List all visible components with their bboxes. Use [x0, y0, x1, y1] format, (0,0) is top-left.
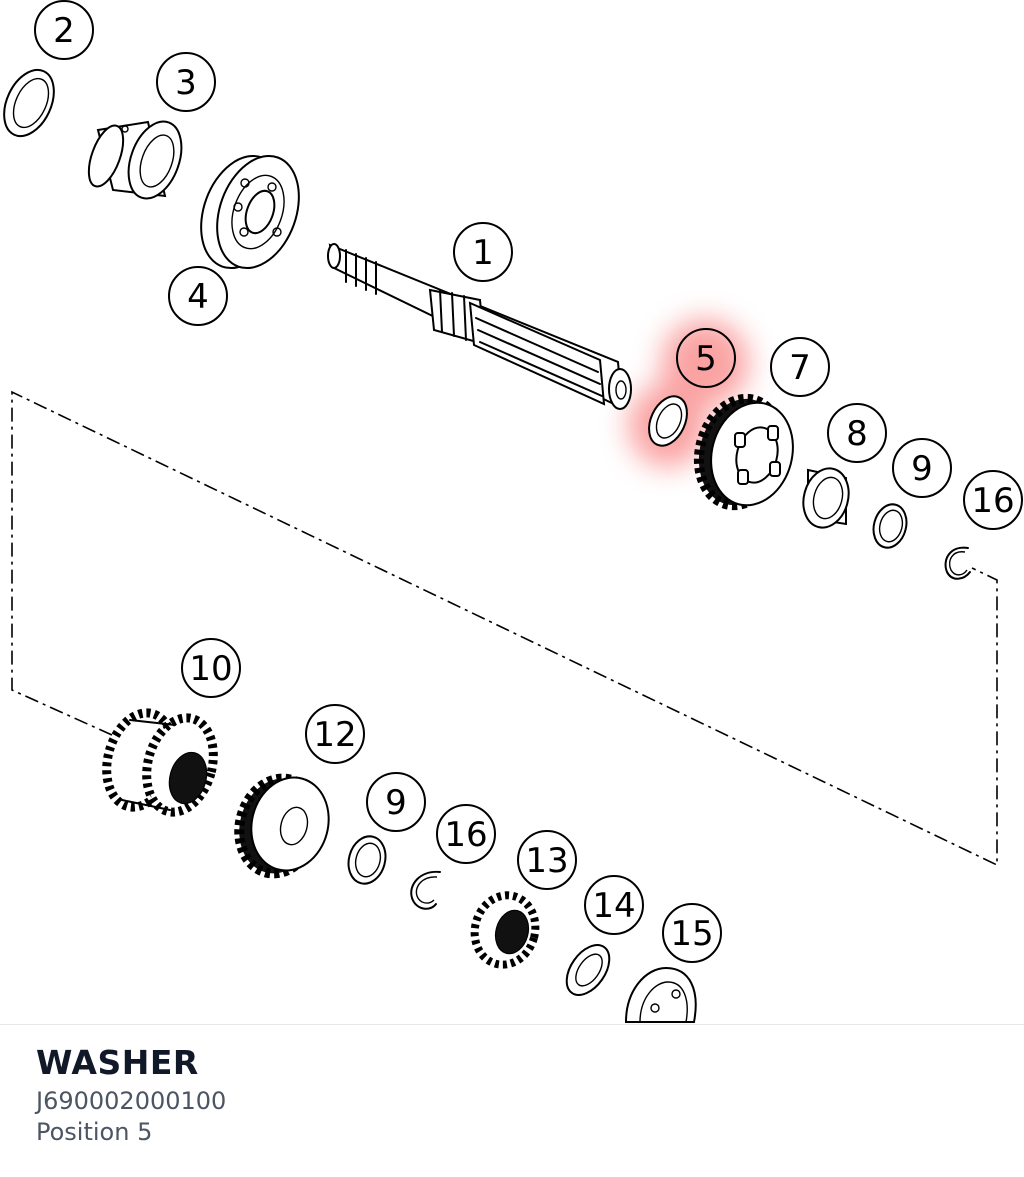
callout-circle [892, 438, 952, 498]
callout-label: 10 [189, 649, 232, 689]
callout-circle [436, 804, 496, 864]
callout-c16a[interactable]: 16 [963, 470, 1023, 530]
gear-part-10 [102, 708, 218, 817]
callout-circle [963, 470, 1023, 530]
bushing-part-3 [87, 120, 183, 200]
callout-c3[interactable]: 3 [156, 52, 216, 112]
callout-label: 2 [53, 11, 75, 51]
callout-circle [366, 772, 426, 832]
callout-circle [168, 266, 228, 326]
callout-label: 8 [846, 414, 868, 454]
gear-part-13 [470, 891, 540, 969]
part-name: WASHER [36, 1043, 199, 1082]
callout-label: 4 [187, 277, 209, 317]
gear-part-12 [234, 773, 330, 879]
main-shaft-part-1 [327, 243, 632, 410]
washer-part-5 [648, 395, 688, 447]
callout-c16b[interactable]: 16 [436, 804, 496, 864]
callout-c14[interactable]: 14 [584, 875, 644, 935]
divider [0, 1024, 1024, 1025]
callout-circle [517, 830, 577, 890]
callout-circle [676, 328, 736, 388]
ring-part-9-upper [872, 503, 908, 549]
circlip-part-16-lower [410, 870, 441, 910]
callout-circle [181, 638, 241, 698]
bushing-part-8 [802, 467, 850, 529]
washer-part-14 [565, 944, 611, 996]
callout-label: 9 [911, 449, 933, 489]
callout-c7[interactable]: 7 [770, 337, 830, 397]
ring-part-9-lower [347, 835, 387, 885]
callout-label: 3 [175, 63, 197, 103]
callout-circle [156, 52, 216, 112]
callout-c5[interactable]: 5 [676, 328, 736, 388]
callout-label: 13 [525, 841, 568, 881]
callout-c8[interactable]: 8 [827, 403, 887, 463]
callout-c15[interactable]: 15 [662, 903, 722, 963]
part-number: J690002000100 [36, 1087, 227, 1115]
circlip-part-16-upper [944, 546, 971, 580]
callout-c12[interactable]: 12 [305, 704, 365, 764]
callout-label: 16 [444, 815, 487, 855]
callout-c4[interactable]: 4 [168, 266, 228, 326]
callout-label: 7 [789, 348, 811, 388]
bearing-part-15 [624, 966, 697, 1023]
washer-part-2 [3, 68, 55, 138]
callout-label: 9 [385, 783, 407, 823]
part-info-panel: WASHER J690002000100 Position 5 [36, 1040, 226, 1148]
callout-label: 12 [313, 715, 356, 755]
callout-circle [305, 704, 365, 764]
callout-c9a[interactable]: 9 [892, 438, 952, 498]
callout-circle [770, 337, 830, 397]
callout-c9b[interactable]: 9 [366, 772, 426, 832]
callout-circle [453, 222, 513, 282]
bearing-part-4 [200, 154, 300, 270]
callout-c2[interactable]: 2 [34, 0, 94, 60]
part-position: Position 5 [36, 1118, 153, 1146]
callout-circle [662, 903, 722, 963]
callout-circle [584, 875, 644, 935]
assembly-guide-line [11, 390, 998, 867]
callout-label: 1 [472, 233, 494, 273]
callout-circle [827, 403, 887, 463]
gear-part-7 [693, 393, 794, 511]
callout-circle [34, 0, 94, 60]
callout-label: 5 [695, 339, 717, 379]
callout-c13[interactable]: 13 [517, 830, 577, 890]
callout-label: 15 [670, 914, 713, 954]
callout-label: 16 [971, 481, 1014, 521]
callout-c10[interactable]: 10 [181, 638, 241, 698]
callout-label: 14 [592, 886, 635, 926]
callout-c1[interactable]: 1 [453, 222, 513, 282]
